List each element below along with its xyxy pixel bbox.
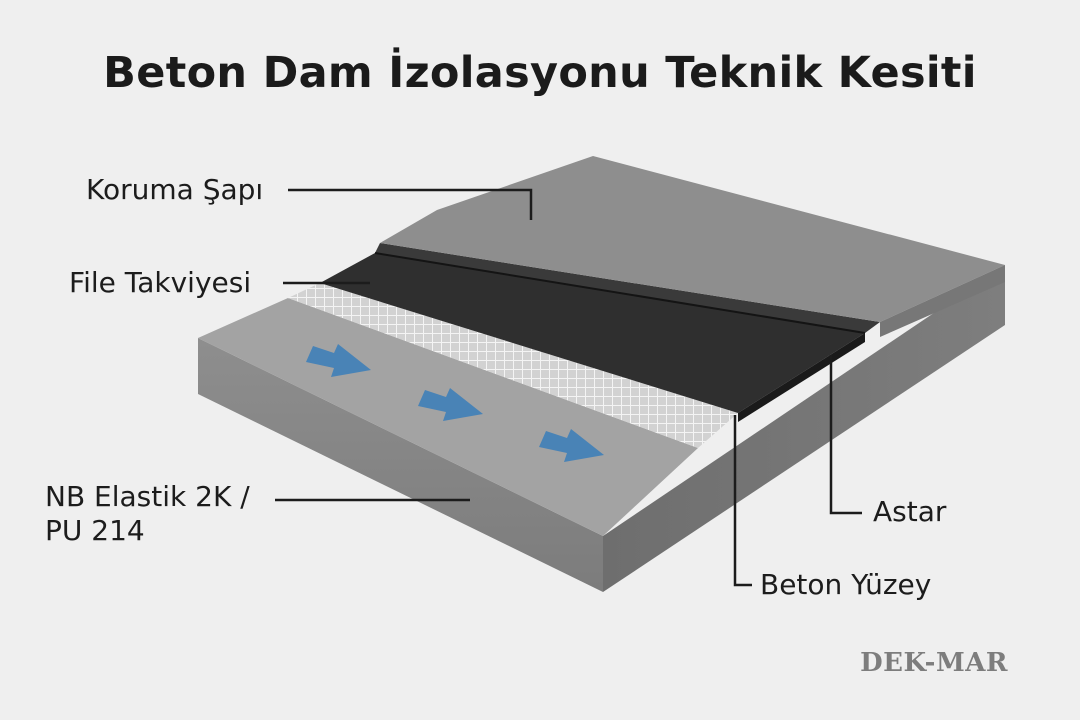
label-nb-elastik-line1: NB Elastik 2K / bbox=[45, 480, 250, 513]
application-arrow-icon bbox=[306, 344, 371, 377]
slab-front-face bbox=[198, 338, 603, 592]
leader-line-koruma bbox=[288, 188, 533, 220]
brand-logo: DEK-MAR bbox=[860, 648, 1008, 678]
membrane-seam bbox=[374, 252, 866, 334]
label-koruma-sapi: Koruma Şapı bbox=[86, 173, 264, 206]
protection-screed-edge bbox=[880, 265, 1005, 337]
application-arrow-icon bbox=[539, 429, 604, 462]
fiber-mesh-layer bbox=[288, 283, 738, 448]
label-astar: Astar bbox=[873, 495, 947, 528]
label-nb-elastik-line2: PU 214 bbox=[45, 514, 145, 547]
application-arrow-icon bbox=[418, 388, 483, 421]
protection-screed-top bbox=[380, 156, 1005, 322]
label-beton-yuzey: Beton Yüzey bbox=[760, 568, 932, 601]
label-file-takviyesi: File Takviyesi bbox=[69, 266, 252, 299]
membrane-edge bbox=[738, 333, 865, 422]
leader-line-beton bbox=[733, 415, 752, 587]
slab-side-face bbox=[603, 265, 1005, 592]
diagram-title: Beton Dam İzolasyonu Teknik Kesiti bbox=[103, 48, 977, 98]
membrane-upper-band bbox=[375, 243, 880, 333]
leader-line-astar bbox=[829, 355, 862, 515]
membrane-top bbox=[320, 253, 865, 413]
